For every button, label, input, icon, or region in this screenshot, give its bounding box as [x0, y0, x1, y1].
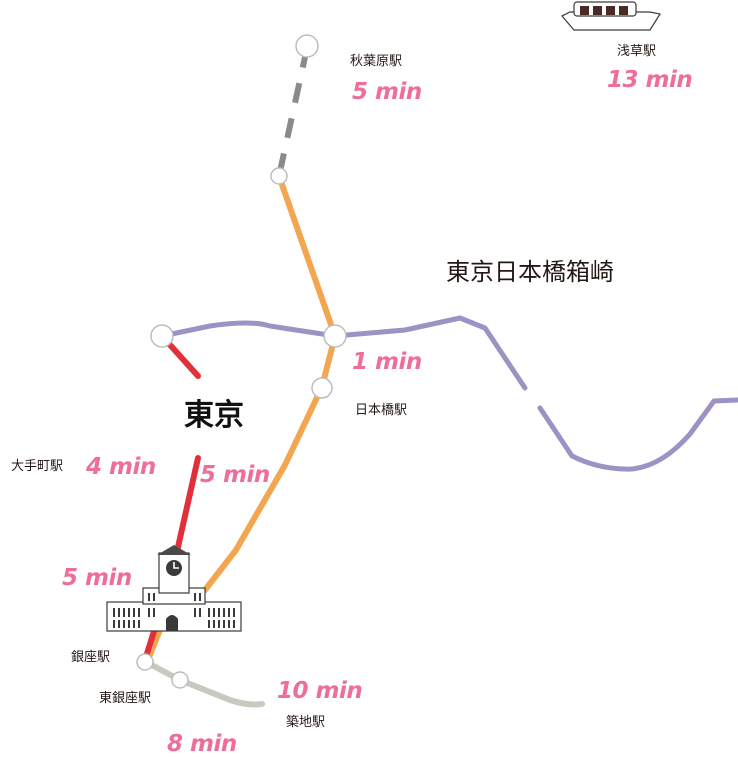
- station-marker-higashi-ginza[interactable]: [171, 671, 189, 689]
- time-asakusa: 13 min: [607, 67, 693, 93]
- silver-line: [143, 659, 265, 708]
- sightseeing-boat-icon: [561, 1, 661, 31]
- station-label-ginza: 銀座駅: [71, 650, 111, 665]
- red-line-south: [173, 455, 201, 559]
- station-label-akihabara: 秋葉原駅: [350, 54, 403, 69]
- time-hub: 1 min: [352, 349, 422, 375]
- purple-line: [159, 315, 528, 391]
- station-label-asakusa: 浅草駅: [617, 44, 657, 59]
- time-tsukiji: 10 min: [277, 678, 363, 704]
- gray-dashed-line: [276, 47, 310, 177]
- time-higashi-ginza: 8 min: [167, 731, 237, 757]
- station-label-nihonbashi: 日本橋駅: [355, 403, 408, 418]
- station-marker-ginza[interactable]: [136, 653, 154, 671]
- area-label: 東京日本橋箱崎: [446, 258, 614, 286]
- center-label: 東京: [184, 398, 244, 433]
- station-label-tsukiji: 築地駅: [286, 715, 326, 730]
- time-akihabara: 5 min: [352, 79, 422, 105]
- station-label-otemachi: 大手町駅: [11, 459, 64, 474]
- station-marker-otemachi[interactable]: [150, 324, 174, 348]
- orange-line: [202, 173, 338, 593]
- tokyo-station-building-icon: [106, 545, 242, 632]
- station-marker-hub[interactable]: [323, 324, 347, 348]
- station-marker-akihabara-junction[interactable]: [270, 167, 288, 185]
- station-marker-akihabara[interactable]: [295, 34, 319, 58]
- time-ginza: 5 min: [62, 565, 132, 591]
- time-nihonbashi: 5 min: [200, 462, 270, 488]
- purple-line-east: [537, 397, 738, 472]
- time-otemachi: 4 min: [86, 454, 156, 480]
- station-label-higashi-ginza: 東銀座駅: [99, 691, 152, 706]
- station-marker-nihonbashi[interactable]: [311, 377, 333, 399]
